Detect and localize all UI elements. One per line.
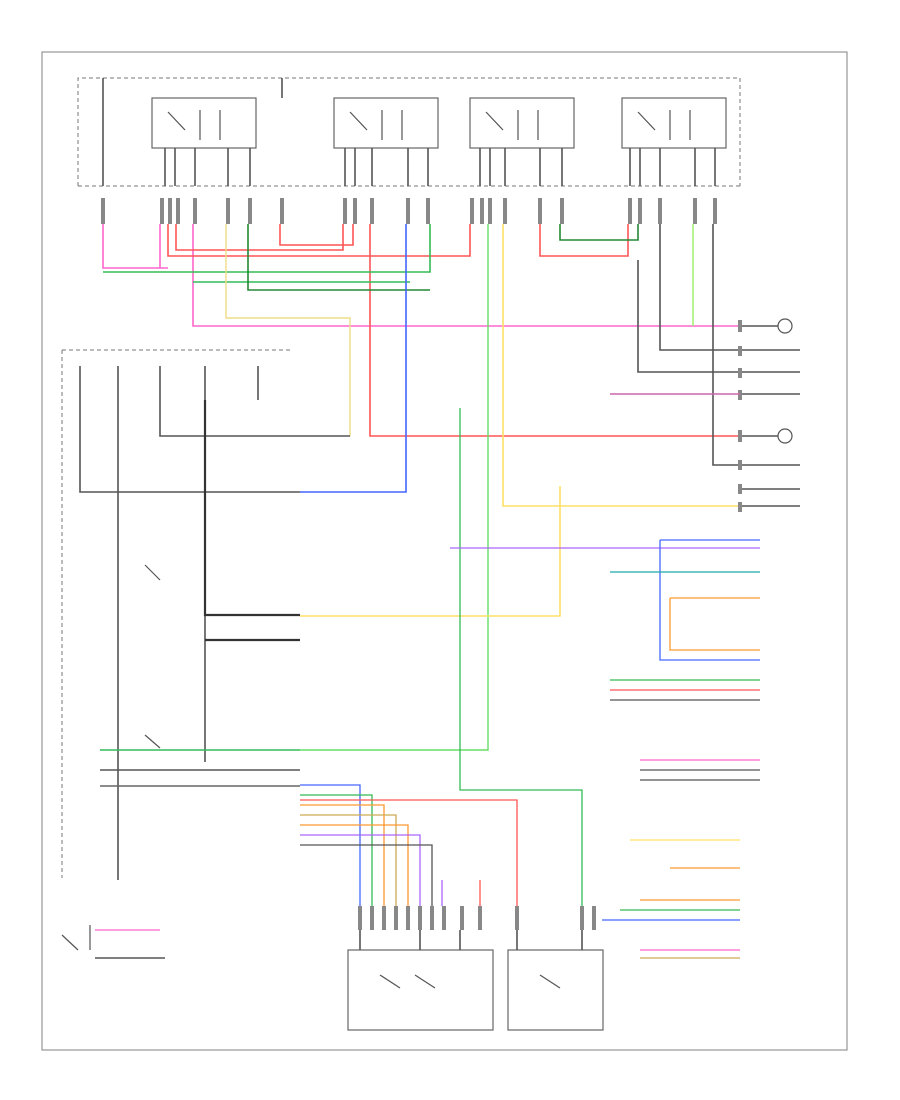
fuse-panel-dark-rail [203, 400, 300, 642]
relay-pin-stubs [164, 148, 716, 186]
relay-1 [151, 97, 257, 149]
headlamp-switch-box [347, 949, 494, 1031]
wire-gray-3 [712, 224, 740, 466]
module-bus-wires [100, 749, 300, 787]
light-sensor-switch [61, 925, 165, 959]
wire-pink-long [192, 224, 740, 327]
wire-red-2 [279, 224, 354, 246]
wire-dark-green-relay4 [559, 224, 639, 241]
wire-green-1 [103, 224, 431, 283]
wire-green-2 [247, 224, 430, 291]
right-module-wires [450, 539, 760, 781]
bottom-right-module-wires [602, 839, 740, 959]
right-connectors [738, 320, 742, 512]
headlamp-switch-arcs [144, 564, 161, 749]
fuse-panel-fuses [79, 366, 259, 400]
wire-gray-2 [637, 260, 740, 373]
wire-yellow-tan [225, 224, 351, 436]
module-pin-leads [300, 784, 433, 906]
wire-red-1 [167, 224, 471, 257]
wire-yellow-horn [300, 486, 561, 617]
fuse-panel-feed-vertical [117, 400, 206, 880]
bottom-colored-leads [300, 408, 583, 906]
right-lamp-leads [742, 325, 800, 507]
relay-2 [333, 97, 439, 149]
left-headlamp-symbol [777, 318, 793, 444]
wire-yellow [502, 224, 740, 507]
wire-gray-1 [659, 224, 740, 351]
relay-3 [469, 97, 575, 149]
bottom-switch-leads [359, 930, 583, 950]
wire-red-3 [175, 224, 344, 251]
fuse-panel-gray-wire [79, 400, 350, 493]
relay-4 [621, 97, 727, 149]
wire-pink-top [102, 224, 168, 269]
turn-signal-switch-box [507, 949, 604, 1031]
wire-red-long [369, 224, 740, 437]
bottom-switch-connectors [358, 906, 596, 930]
fuse-panel-outline [61, 349, 290, 878]
diagram-frame [41, 51, 848, 1051]
relay-connectors [101, 198, 717, 224]
switch-wipers [379, 974, 561, 989]
wire-blue [300, 224, 407, 493]
wire-green-vertical [300, 224, 489, 751]
